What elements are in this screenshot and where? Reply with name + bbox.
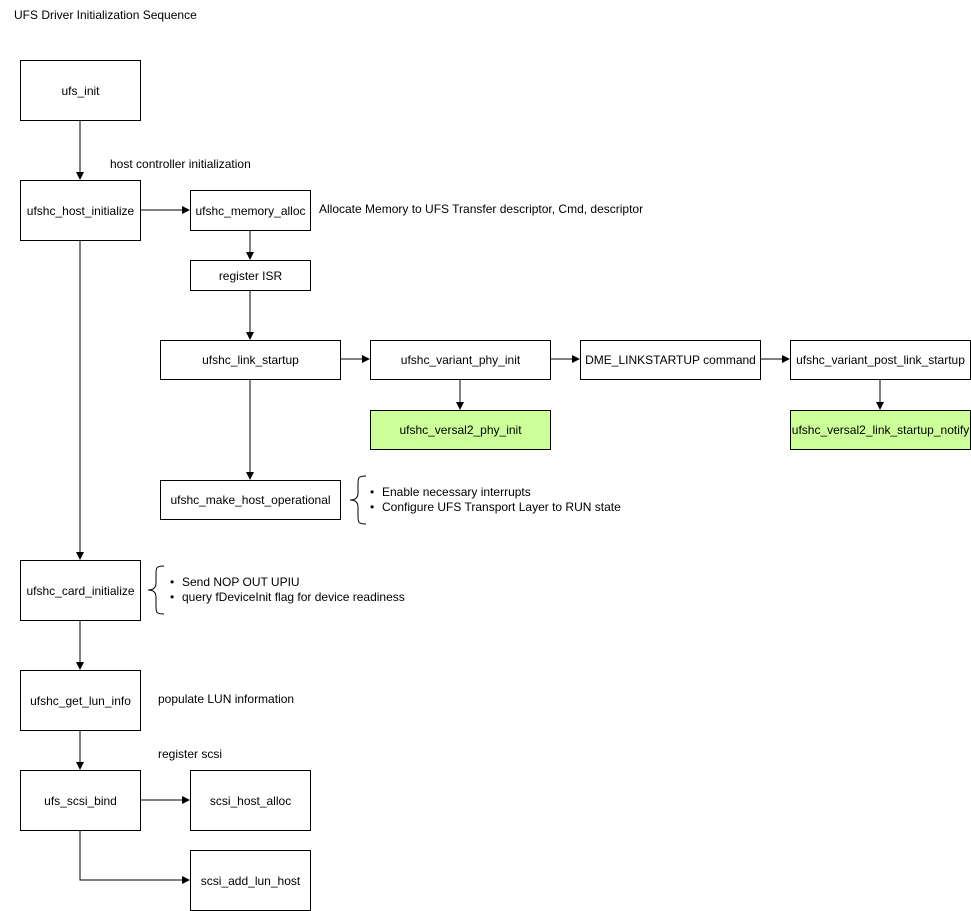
- diagram-title: UFS Driver Initialization Sequence: [14, 8, 197, 22]
- node-get-lun-info: ufshc_get_lun_info: [20, 670, 141, 731]
- node-register-isr: register ISR: [190, 260, 311, 291]
- brace-card: [147, 565, 165, 615]
- node-make-host-operational: ufshc_make_host_operational: [160, 480, 341, 520]
- node-host-initialize: ufshc_host_initialize: [20, 180, 141, 241]
- notes-card-initialize: Send NOP OUT UPIU query fDeviceInit flag…: [168, 575, 405, 605]
- label-register-scsi: register scsi: [158, 747, 223, 761]
- note-item: Enable necessary interrupts: [370, 485, 621, 500]
- node-ufs-init: ufs_init: [20, 60, 141, 121]
- label-allocate-memory: Allocate Memory to UFS Transfer descript…: [319, 202, 644, 216]
- node-scsi-bind: ufs_scsi_bind: [20, 770, 141, 831]
- node-variant-phy-init: ufshc_variant_phy_init: [370, 340, 551, 380]
- note-item: Send NOP OUT UPIU: [170, 575, 405, 590]
- node-card-initialize: ufshc_card_initialize: [20, 560, 141, 621]
- note-item: query fDeviceInit flag for device readin…: [170, 590, 405, 605]
- note-item: Configure UFS Transport Layer to RUN sta…: [370, 500, 621, 515]
- node-versal2-phy-init: ufshc_versal2_phy_init: [370, 410, 551, 450]
- node-memory-alloc: ufshc_memory_alloc: [190, 190, 311, 231]
- notes-make-host-operational: Enable necessary interrupts Configure UF…: [368, 485, 621, 515]
- node-dme-linkstartup: DME_LINKSTARTUP command: [580, 340, 761, 380]
- node-scsi-add-lun-host: scsi_add_lun_host: [190, 850, 311, 911]
- node-versal2-link-startup-notify: ufshc_versal2_link_startup_notify: [790, 410, 971, 450]
- node-scsi-host-alloc: scsi_host_alloc: [190, 770, 311, 831]
- arrow-bind-to-add-lun: [79, 830, 190, 884]
- node-link-startup: ufshc_link_startup: [160, 340, 341, 380]
- label-populate-lun: populate LUN information: [158, 692, 295, 706]
- label-host-controller-init: host controller initialization: [110, 157, 251, 171]
- brace-operational: [349, 475, 367, 525]
- node-variant-post-link-startup: ufshc_variant_post_link_startup: [790, 340, 971, 380]
